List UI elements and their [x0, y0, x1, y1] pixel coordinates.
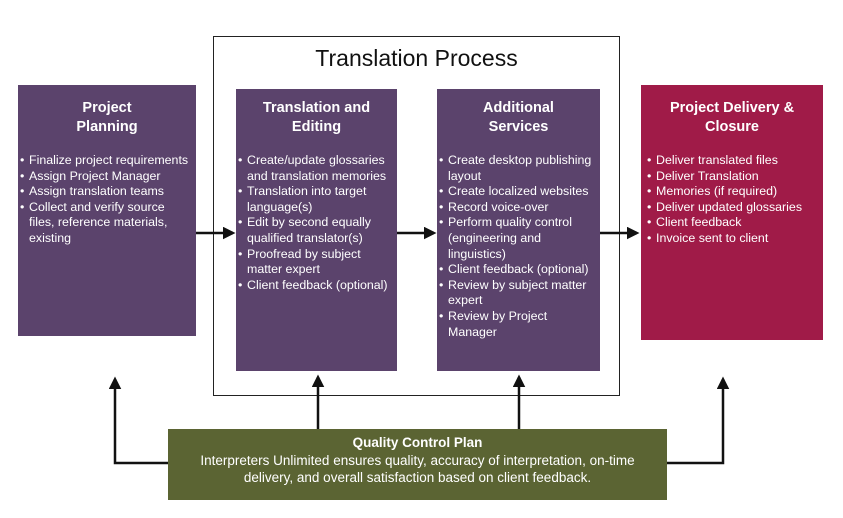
list-item: Collect and verify source files, referen… [20, 200, 190, 247]
list-item: Memories (if required) [647, 184, 817, 200]
project-planning-list: Finalize project requirements Assign Pro… [18, 153, 196, 247]
list-item: Proofread by subject matter expert [238, 247, 391, 278]
list-item: Review by Project Manager [439, 309, 594, 340]
project-planning-title: Project Planning [76, 100, 138, 135]
translation-editing-list: Create/update glossaries and translation… [236, 153, 397, 293]
list-item: Review by subject matter expert [439, 278, 594, 309]
translation-editing-box: Translation and Editing Create/update gl… [236, 89, 397, 371]
quality-control-text: Interpreters Unlimited ensures quality, … [200, 453, 635, 485]
quality-control-box: Quality Control Plan Interpreters Unlimi… [168, 429, 667, 500]
list-item: Translation into target language(s) [238, 184, 391, 215]
list-item: Client feedback (optional) [439, 262, 594, 278]
additional-services-list: Create desktop publishing layout Create … [437, 153, 600, 340]
list-item: Invoice sent to client [647, 231, 817, 247]
list-item: Deliver updated glossaries [647, 200, 817, 216]
list-item: Record voice-over [439, 200, 594, 216]
arrow-qc-to-planning [108, 376, 168, 465]
translation-process-title: Translation Process [315, 45, 518, 71]
list-item: Deliver Translation [647, 169, 817, 185]
list-item: Assign translation teams [20, 184, 190, 200]
quality-control-title: Quality Control Plan [352, 435, 483, 450]
list-item: Client feedback (optional) [238, 278, 391, 294]
translation-editing-title: Translation and Editing [262, 100, 371, 135]
project-planning-box: Project Planning Finalize project requir… [18, 85, 196, 336]
list-item: Assign Project Manager [20, 169, 190, 185]
additional-services-title: Additional Services [483, 100, 554, 135]
list-item: Edit by second equally qualified transla… [238, 215, 391, 246]
project-delivery-title: Project Delivery & Closure [669, 100, 795, 135]
list-item: Finalize project requirements [20, 153, 190, 169]
arrow-qc-to-delivery [667, 376, 730, 465]
list-item: Create localized websites [439, 184, 594, 200]
list-item: Perform quality control (engineering and… [439, 215, 594, 262]
project-delivery-list: Deliver translated files Deliver Transla… [641, 153, 823, 247]
list-item: Create/update glossaries and translation… [238, 153, 391, 184]
additional-services-box: Additional Services Create desktop publi… [437, 89, 600, 371]
list-item: Create desktop publishing layout [439, 153, 594, 184]
list-item: Client feedback [647, 215, 817, 231]
list-item: Deliver translated files [647, 153, 817, 169]
project-delivery-box: Project Delivery & Closure Deliver trans… [641, 85, 823, 340]
